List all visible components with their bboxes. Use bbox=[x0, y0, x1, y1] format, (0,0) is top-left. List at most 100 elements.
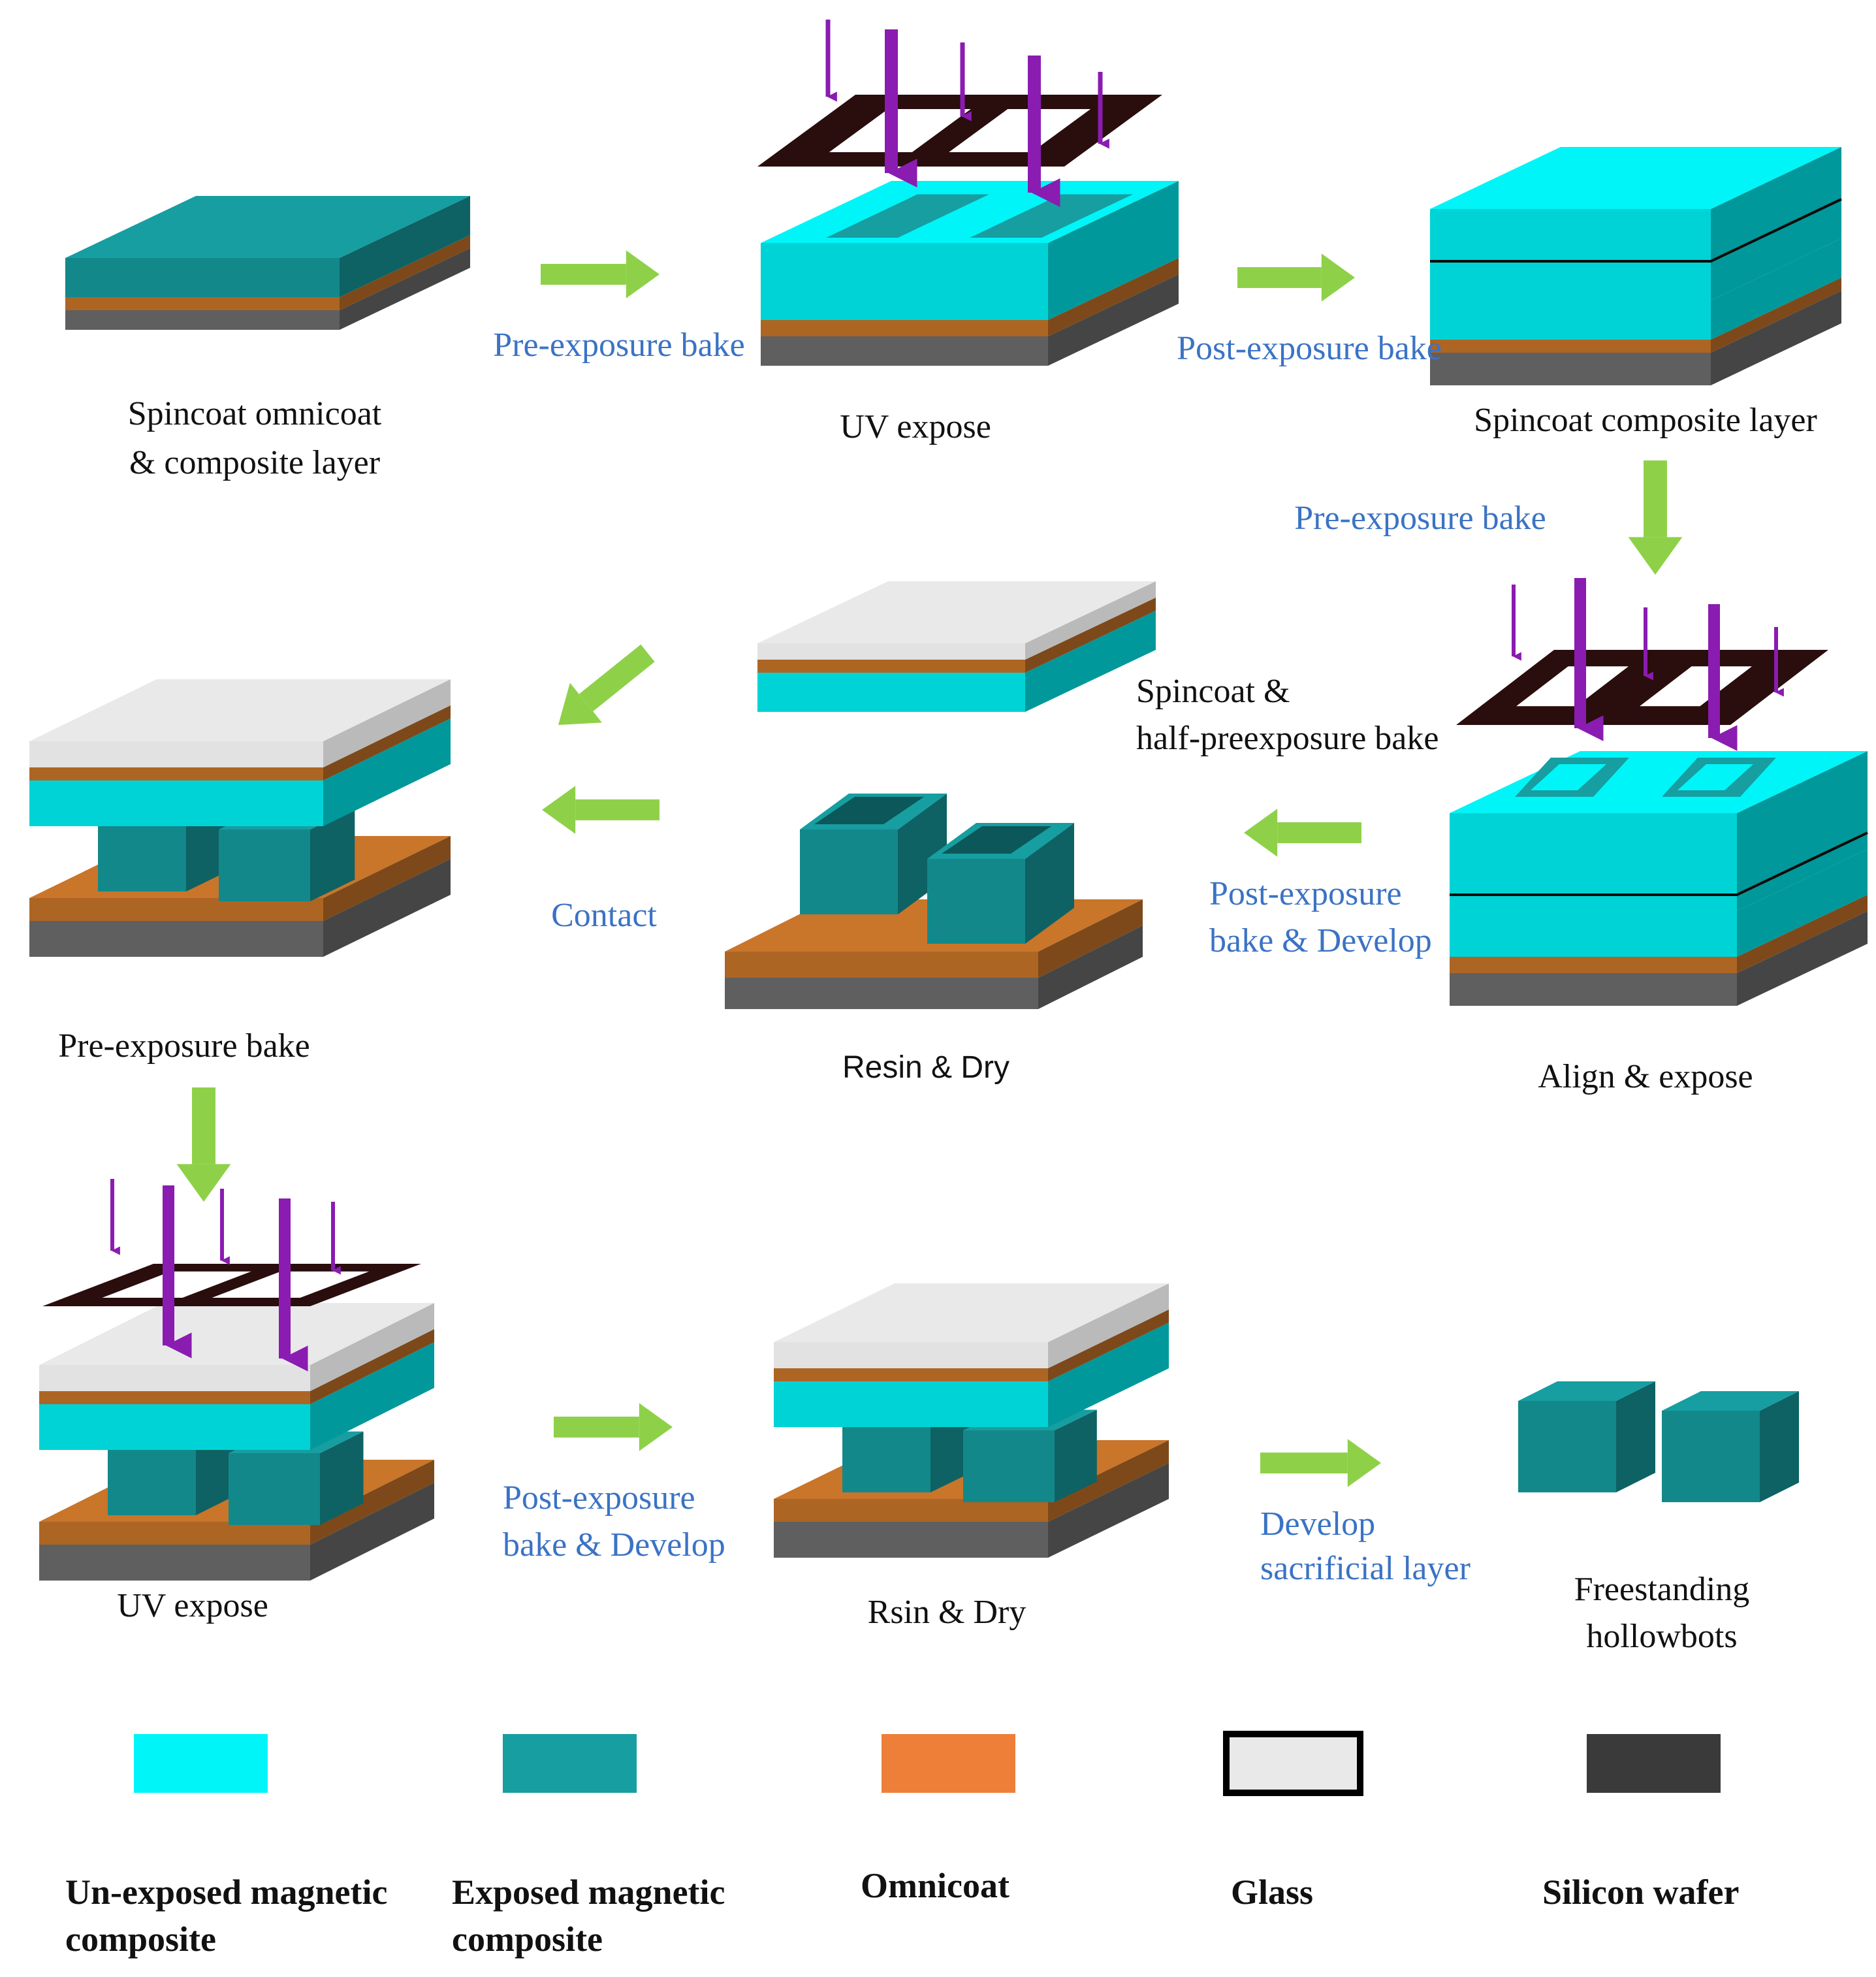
caption-step-8: UV expose bbox=[117, 1587, 268, 1624]
hollowbot bbox=[1518, 1381, 1655, 1492]
legend-swatch-unexposed bbox=[134, 1734, 268, 1793]
substrate-stack bbox=[761, 181, 1179, 366]
caption-step-2-line: UV expose bbox=[840, 408, 991, 445]
glass-layer bbox=[39, 1303, 434, 1391]
caption-step-1: Spincoat omnicoat & composite layer bbox=[128, 395, 382, 481]
flow-arrow-6 bbox=[558, 644, 655, 725]
arrow-label-3: Pre-exposure bake bbox=[1294, 500, 1546, 537]
silicon-layer bbox=[29, 859, 451, 957]
caption-step-8-line: UV expose bbox=[117, 1587, 268, 1624]
caption-step-7: Pre-exposure bake bbox=[58, 1027, 310, 1065]
legend-item-unexposed: Un-exposed magnetic composite bbox=[65, 1734, 387, 1959]
exposed-frame bbox=[1662, 758, 1776, 797]
flow-arrow-8 bbox=[554, 1403, 673, 1451]
caption-step-6-line: Spincoat & bbox=[1136, 673, 1290, 710]
unexposed-layer bbox=[29, 718, 451, 826]
flow-arrow-2 bbox=[1237, 253, 1355, 302]
unexposed-layer-1 bbox=[1430, 238, 1841, 340]
hollow-pillar bbox=[800, 794, 947, 914]
caption-step-6: Spincoat & half-preexposure bake bbox=[1136, 673, 1439, 757]
silicon-layer bbox=[725, 925, 1143, 1009]
arrow-label-9-line: Develop bbox=[1260, 1505, 1375, 1543]
glass-layer bbox=[29, 679, 451, 767]
silicon-layer bbox=[1450, 911, 1868, 1006]
legend-label-exposed: composite bbox=[452, 1920, 603, 1959]
legend-item-exposed: Exposed magnetic composite bbox=[452, 1734, 725, 1959]
omnicoat-layer bbox=[29, 705, 451, 780]
caption-step-4-line: Align & expose bbox=[1538, 1058, 1753, 1095]
step-spincoat-omnicoat bbox=[65, 196, 470, 330]
composite-layer bbox=[65, 196, 470, 297]
glass-layer bbox=[774, 1283, 1169, 1368]
silicon-layer bbox=[65, 248, 470, 330]
flow-arrow-5 bbox=[542, 786, 660, 834]
exposed-region bbox=[826, 194, 989, 238]
layer-boundary bbox=[1450, 831, 1868, 896]
arrow-label-1: Pre-exposure bake bbox=[493, 327, 745, 364]
legend-label-exposed: Exposed magnetic bbox=[452, 1873, 725, 1912]
omnicoat-layer bbox=[65, 235, 470, 310]
unexposed-layer-2 bbox=[1430, 147, 1841, 300]
substrate-stack bbox=[65, 196, 470, 330]
caption-step-3-line: Spincoat composite layer bbox=[1474, 402, 1817, 439]
hollow-pillar bbox=[927, 823, 1074, 944]
unexposed-layer-1 bbox=[1450, 849, 1868, 957]
caption-step-10-line: hollowbots bbox=[1586, 1618, 1737, 1655]
legend-item-silicon: Silicon wafer bbox=[1542, 1734, 1739, 1912]
arrow-label-1-line: Pre-exposure bake bbox=[493, 327, 745, 364]
caption-step-2: UV expose bbox=[840, 408, 991, 445]
arrow-label-5-line: Contact bbox=[551, 897, 657, 934]
caption-step-5-line: Resin & Dry bbox=[842, 1050, 1010, 1085]
step-spincoat-glass bbox=[757, 581, 1156, 712]
caption-step-4: Align & expose bbox=[1538, 1058, 1753, 1095]
legend-label-unexposed: Un-exposed magnetic bbox=[65, 1873, 387, 1912]
photomask bbox=[42, 1264, 421, 1306]
omnicoat-layer bbox=[39, 1329, 434, 1404]
caption-step-1-line: & composite layer bbox=[129, 444, 380, 481]
layer-boundary bbox=[1430, 198, 1842, 263]
legend-item-glass: Glass bbox=[1223, 1731, 1363, 1912]
caption-step-10-line: Freestanding bbox=[1574, 1571, 1750, 1608]
legend-label-glass: Glass bbox=[1231, 1873, 1313, 1912]
arrow-label-9: Develop sacrificial layer bbox=[1260, 1505, 1471, 1587]
caption-step-3: Spincoat composite layer bbox=[1474, 402, 1817, 439]
caption-step-5: Resin & Dry bbox=[842, 1050, 1010, 1085]
glass-stack bbox=[757, 581, 1156, 712]
step-bonded-preexposure bbox=[29, 679, 451, 957]
legend-label-omnicoat: Omnicoat bbox=[861, 1866, 1010, 1905]
flow-arrow-9 bbox=[1260, 1439, 1381, 1487]
omnicoat-layer bbox=[757, 598, 1156, 673]
flow-arrow-4 bbox=[1244, 809, 1361, 857]
substrate-stack bbox=[1450, 751, 1868, 1006]
caption-step-1-line: Spincoat omnicoat bbox=[128, 395, 382, 432]
silicon-layer bbox=[1430, 291, 1841, 385]
step-align-expose bbox=[1450, 578, 1868, 1006]
arrow-label-9-line: sacrificial layer bbox=[1260, 1550, 1471, 1587]
arrow-label-2-line: Post-exposure bake bbox=[1177, 330, 1442, 367]
caption-step-7-line: Pre-exposure bake bbox=[58, 1027, 310, 1065]
arrow-label-3-line: Pre-exposure bake bbox=[1294, 500, 1546, 537]
photomask bbox=[757, 95, 1162, 167]
exposed-region bbox=[970, 194, 1133, 238]
silicon-layer bbox=[39, 1483, 434, 1581]
legend-label-silicon: Silicon wafer bbox=[1542, 1873, 1739, 1912]
silicon-layer bbox=[761, 274, 1179, 366]
glass-layer bbox=[757, 581, 1156, 660]
unexposed-layer bbox=[757, 611, 1156, 712]
photomask bbox=[1456, 650, 1828, 725]
caption-step-10: Freestanding hollowbots bbox=[1574, 1571, 1750, 1655]
caption-step-6-line: half-preexposure bake bbox=[1136, 720, 1439, 757]
hollowbot bbox=[1662, 1391, 1799, 1502]
step-uv-expose-2 bbox=[39, 1179, 434, 1581]
arrow-label-5: Contact bbox=[551, 897, 657, 934]
flow-arrow-7 bbox=[176, 1087, 231, 1202]
omnicoat-layer bbox=[774, 1310, 1169, 1381]
exposed-frame bbox=[1515, 758, 1629, 797]
legend-item-omnicoat: Omnicoat bbox=[861, 1734, 1015, 1905]
omnicoat-layer bbox=[1450, 895, 1868, 973]
legend-label-unexposed: composite bbox=[65, 1920, 216, 1959]
